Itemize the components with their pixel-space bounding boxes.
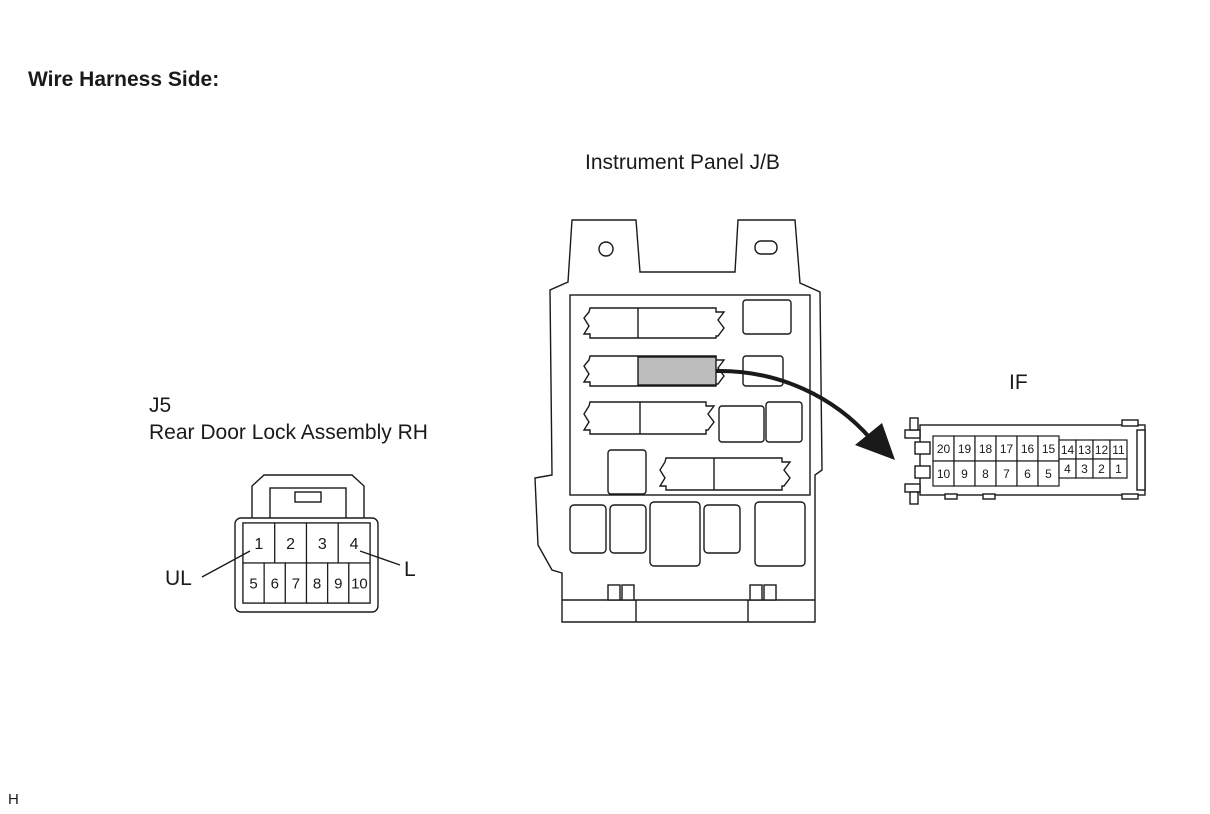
j5-pin: 6	[263, 562, 286, 604]
connector-j5-code: J5	[149, 394, 172, 417]
callout-l-leader	[359, 550, 401, 566]
j5-pin: 7	[284, 562, 308, 604]
if-pin-label: 9	[961, 467, 968, 481]
j5-pin-label: 6	[271, 575, 279, 592]
j5-pin-label: 9	[334, 575, 342, 592]
if-pin: 16	[1016, 435, 1039, 462]
j5-pin-label: 3	[318, 536, 327, 553]
connector-j5-name: Rear Door Lock Assembly RH	[149, 421, 428, 444]
j5-pin-label: 8	[313, 575, 321, 592]
footer-code: H	[8, 791, 19, 808]
if-pin: 6	[1016, 460, 1039, 487]
j5-pin: 1	[242, 522, 276, 564]
j5-pin: 4	[337, 522, 371, 564]
if-pin-label: 10	[937, 467, 951, 481]
if-pin-label: 6	[1024, 467, 1031, 481]
if-pin-label: 14	[1061, 443, 1075, 457]
if-pin-label: 19	[958, 442, 972, 456]
j5-pin-label: 4	[350, 536, 359, 553]
if-pin-label: 15	[1042, 442, 1056, 456]
if-pin-label: 11	[1112, 443, 1125, 457]
if-pin-label: 16	[1021, 442, 1035, 456]
connector-if-code: IF	[1009, 371, 1028, 394]
if-pin-label: 20	[937, 442, 951, 456]
if-pin: 14	[1058, 439, 1077, 460]
if-pin: 15	[1037, 435, 1060, 462]
if-pin: 12	[1092, 439, 1111, 460]
if-pin: 1	[1109, 458, 1128, 479]
if-pin-label: 5	[1045, 467, 1052, 481]
if-pin: 13	[1075, 439, 1094, 460]
if-pin: 4	[1058, 458, 1077, 479]
if-pin: 18	[974, 435, 997, 462]
callout-ul-label: UL	[165, 567, 192, 590]
if-pin: 19	[953, 435, 976, 462]
j5-pin-label: 7	[292, 575, 300, 592]
junction-block-label: Instrument Panel J/B	[585, 151, 780, 174]
if-pin: 11	[1109, 439, 1128, 460]
instrument-panel-junction-block	[534, 219, 823, 623]
if-pin-label: 8	[982, 467, 989, 481]
j5-pin-label: 5	[249, 575, 257, 592]
if-pin-label: 1	[1115, 462, 1122, 476]
if-pin: 8	[974, 460, 997, 487]
if-pin-label: 12	[1095, 443, 1109, 457]
j5-pin-label: 10	[351, 575, 368, 592]
if-pin-label: 17	[1000, 442, 1014, 456]
if-pin-label: 4	[1064, 462, 1071, 476]
j5-pin: 5	[242, 562, 265, 604]
j5-pin: 10	[348, 562, 371, 604]
if-pin-label: 13	[1078, 443, 1092, 457]
j5-pin: 9	[327, 562, 350, 604]
location-arrow	[715, 368, 895, 460]
j5-pin-label: 2	[286, 536, 295, 553]
if-pin: 3	[1075, 458, 1094, 479]
j5-pin: 2	[274, 522, 308, 564]
if-pin: 10	[932, 460, 955, 487]
if-pin: 7	[995, 460, 1018, 487]
connector-if-location-highlight	[637, 356, 717, 386]
if-pin-label: 18	[979, 442, 993, 456]
if-pin: 17	[995, 435, 1018, 462]
callout-l-label: L	[404, 558, 416, 581]
if-pin: 20	[932, 435, 955, 462]
callout-ul-leader	[201, 550, 251, 578]
j5-pin: 8	[305, 562, 329, 604]
if-pin-label: 7	[1003, 467, 1010, 481]
if-pin: 5	[1037, 460, 1060, 487]
if-pin-label: 2	[1098, 462, 1105, 476]
if-pin: 9	[953, 460, 976, 487]
if-pin: 2	[1092, 458, 1111, 479]
page-title: Wire Harness Side:	[28, 68, 220, 91]
if-pin-label: 3	[1081, 462, 1088, 476]
j5-pin: 3	[305, 522, 339, 564]
j5-pin-label: 1	[254, 536, 263, 553]
